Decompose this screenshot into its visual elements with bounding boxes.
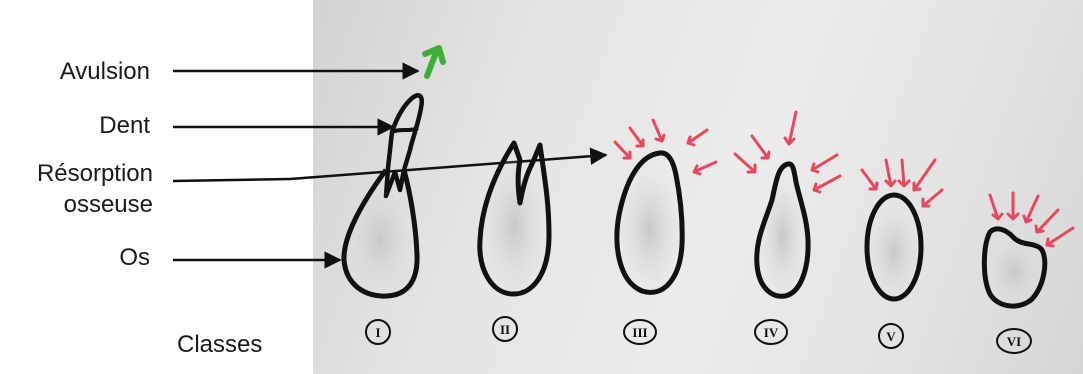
class-badge-5: V <box>878 323 904 349</box>
class-numeral-5: V <box>886 329 896 344</box>
class-5-figure <box>864 192 924 302</box>
resorption-arrow <box>651 118 666 143</box>
resorption-arrows <box>613 110 1075 248</box>
label-resorption-line2: osseuse <box>63 191 153 218</box>
resorption-arrow <box>897 158 911 188</box>
pointer-lines <box>172 62 608 269</box>
class-badge-1: I <box>365 319 391 345</box>
resorption-arrow <box>1006 191 1020 221</box>
class-6-figure <box>981 226 1048 309</box>
class-4-figure <box>754 161 811 299</box>
resorption-arrow <box>686 128 709 147</box>
class-numeral-1: I <box>375 325 380 340</box>
resorption-arrow <box>860 168 879 191</box>
label-avulsion: Avulsion <box>59 58 150 85</box>
class-numeral-6: VI <box>1007 334 1021 349</box>
class-2-figure <box>477 140 552 297</box>
resorption-arrow <box>1045 226 1075 248</box>
resorption-arrow <box>783 110 798 146</box>
resorption-arrow <box>912 158 937 192</box>
resorption-arrow <box>884 158 897 188</box>
label-resorption: Résorption osseuse <box>37 158 153 220</box>
resorption-arrow <box>733 152 757 174</box>
label-classes: Classes <box>177 331 263 358</box>
class-6-bone <box>981 226 1048 309</box>
resorption-arrow <box>1022 194 1040 224</box>
class-badge-2: II <box>492 316 518 342</box>
pointer-resorption <box>172 177 291 183</box>
class-numerals: I II III IV V VI <box>365 316 1032 354</box>
resorption-arrow <box>921 188 944 208</box>
resorption-arrow <box>988 193 1004 221</box>
label-dent: Dent <box>99 112 150 139</box>
resorption-arrow <box>613 140 632 160</box>
class-badge-6: VI <box>996 328 1032 354</box>
resorption-arrow <box>1034 208 1060 234</box>
class-1-tooth <box>383 93 424 199</box>
class-1-crown-line <box>391 126 419 134</box>
class-2-bone <box>477 140 552 297</box>
class-5-bone <box>864 192 924 302</box>
resorption-arrow <box>810 153 839 174</box>
label-os: Os <box>119 244 150 271</box>
class-badge-4: IV <box>754 319 788 345</box>
class-numeral-4: IV <box>764 325 779 340</box>
class-numeral-2: II <box>500 322 510 337</box>
class-3-figure <box>614 150 685 295</box>
resorption-arrow <box>812 174 842 194</box>
class-badge-3: III <box>623 319 657 345</box>
resorption-arrow <box>750 134 771 160</box>
label-resorption-line1: Résorption <box>36 160 153 187</box>
resorption-arrow <box>628 126 645 148</box>
class-numeral-3: III <box>632 325 647 340</box>
class-3-bone <box>614 150 685 295</box>
class-1-figure <box>341 45 446 299</box>
pointer-resorption-b <box>289 147 608 181</box>
avulsion-arrow <box>422 45 446 79</box>
resorption-arrow <box>692 160 718 176</box>
class-1-bone <box>341 168 420 299</box>
class-4-bone <box>754 161 811 299</box>
